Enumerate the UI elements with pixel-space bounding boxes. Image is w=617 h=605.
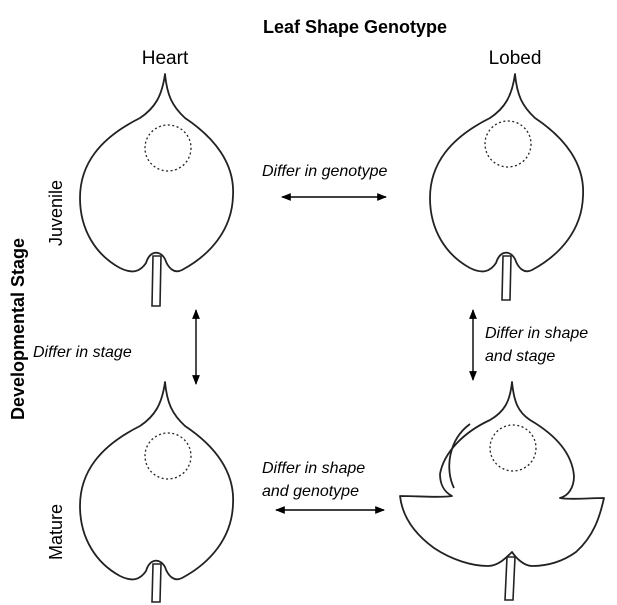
leaf-heart-mature	[80, 382, 233, 602]
label-differ-genotype: Differ in genotype	[262, 163, 388, 180]
y-axis-title: Developmental Stage	[8, 238, 28, 420]
label-differ-stage: Differ in stage	[33, 344, 132, 361]
leaf-lobed-mature	[400, 382, 604, 600]
row-label-juvenile: Juvenile	[46, 180, 66, 246]
label-differ-shape-genotype-2: and genotype	[262, 483, 359, 500]
label-differ-shape-genotype-1: Differ in shape	[262, 460, 365, 477]
leaf-heart-juvenile	[80, 74, 233, 306]
label-differ-shape-stage-1: Differ in shape	[485, 325, 588, 342]
label-differ-shape-stage-2: and stage	[485, 348, 555, 365]
leaf-lobed-juvenile	[430, 74, 583, 300]
column-label-lobed: Lobed	[489, 48, 542, 69]
row-label-mature: Mature	[46, 504, 66, 560]
column-label-heart: Heart	[142, 48, 189, 69]
figure-title: Leaf Shape Genotype	[263, 17, 447, 37]
